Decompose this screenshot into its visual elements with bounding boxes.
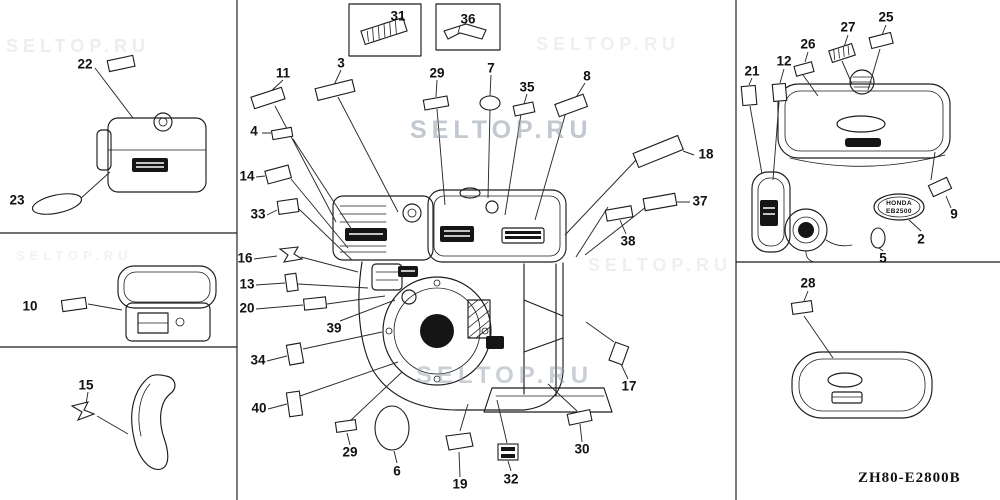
callout-36: 36 — [460, 11, 476, 27]
callout-34: 34 — [250, 352, 266, 368]
callout-28: 28 — [800, 275, 816, 291]
air-cleaner-case-art — [117, 265, 217, 342]
callout-3: 3 — [337, 55, 345, 71]
callout-10: 10 — [22, 298, 38, 314]
callout-6: 6 — [393, 463, 401, 479]
callout-4: 4 — [250, 123, 258, 139]
callout-23: 23 — [9, 192, 25, 208]
callout-21: 21 — [744, 63, 760, 79]
callout-38: 38 — [620, 233, 636, 249]
muffler-protector-art — [791, 351, 933, 419]
callout-29: 29 — [429, 65, 445, 81]
callout-39: 39 — [326, 320, 342, 336]
callout-26: 26 — [800, 36, 816, 52]
callout-15: 15 — [78, 377, 94, 393]
callout-14: 14 — [239, 168, 255, 184]
callout-12: 12 — [776, 53, 792, 69]
callout-25: 25 — [878, 9, 894, 25]
callout-16: 16 — [237, 250, 253, 266]
diagram-code: ZH80-E2800B — [858, 470, 961, 486]
callout-5: 5 — [879, 250, 887, 266]
callout-11: 11 — [275, 65, 291, 81]
callout-35: 35 — [519, 79, 535, 95]
handle-lever-art — [131, 374, 176, 470]
callout-18: 18 — [698, 146, 714, 162]
callout-40: 40 — [251, 400, 267, 416]
callout-30: 30 — [574, 441, 590, 457]
engine-plate-brand: HONDA — [886, 200, 912, 207]
air-cleaner-assembly-art — [96, 112, 207, 193]
engine-assembly-art — [332, 187, 613, 413]
callout-33: 33 — [250, 206, 266, 222]
callout-2: 2 — [917, 231, 925, 247]
callout-17: 17 — [621, 378, 637, 394]
decal-labels — [31, 16, 953, 461]
callout-27: 27 — [840, 19, 856, 35]
callout-22: 22 — [77, 56, 93, 72]
callout-8: 8 — [583, 68, 591, 84]
callout-20: 20 — [239, 300, 255, 316]
callout-19: 19 — [452, 476, 468, 492]
callout-29: 29 — [342, 444, 358, 460]
callout-13: 13 — [239, 276, 255, 292]
engine-plate-model: EB2500 — [886, 208, 912, 215]
leader-lines — [79, 21, 952, 478]
callout-37: 37 — [692, 193, 708, 209]
callout-9: 9 — [950, 206, 958, 222]
callout-31: 31 — [390, 8, 406, 24]
callout-32: 32 — [503, 471, 519, 487]
callout-7: 7 — [487, 60, 495, 76]
